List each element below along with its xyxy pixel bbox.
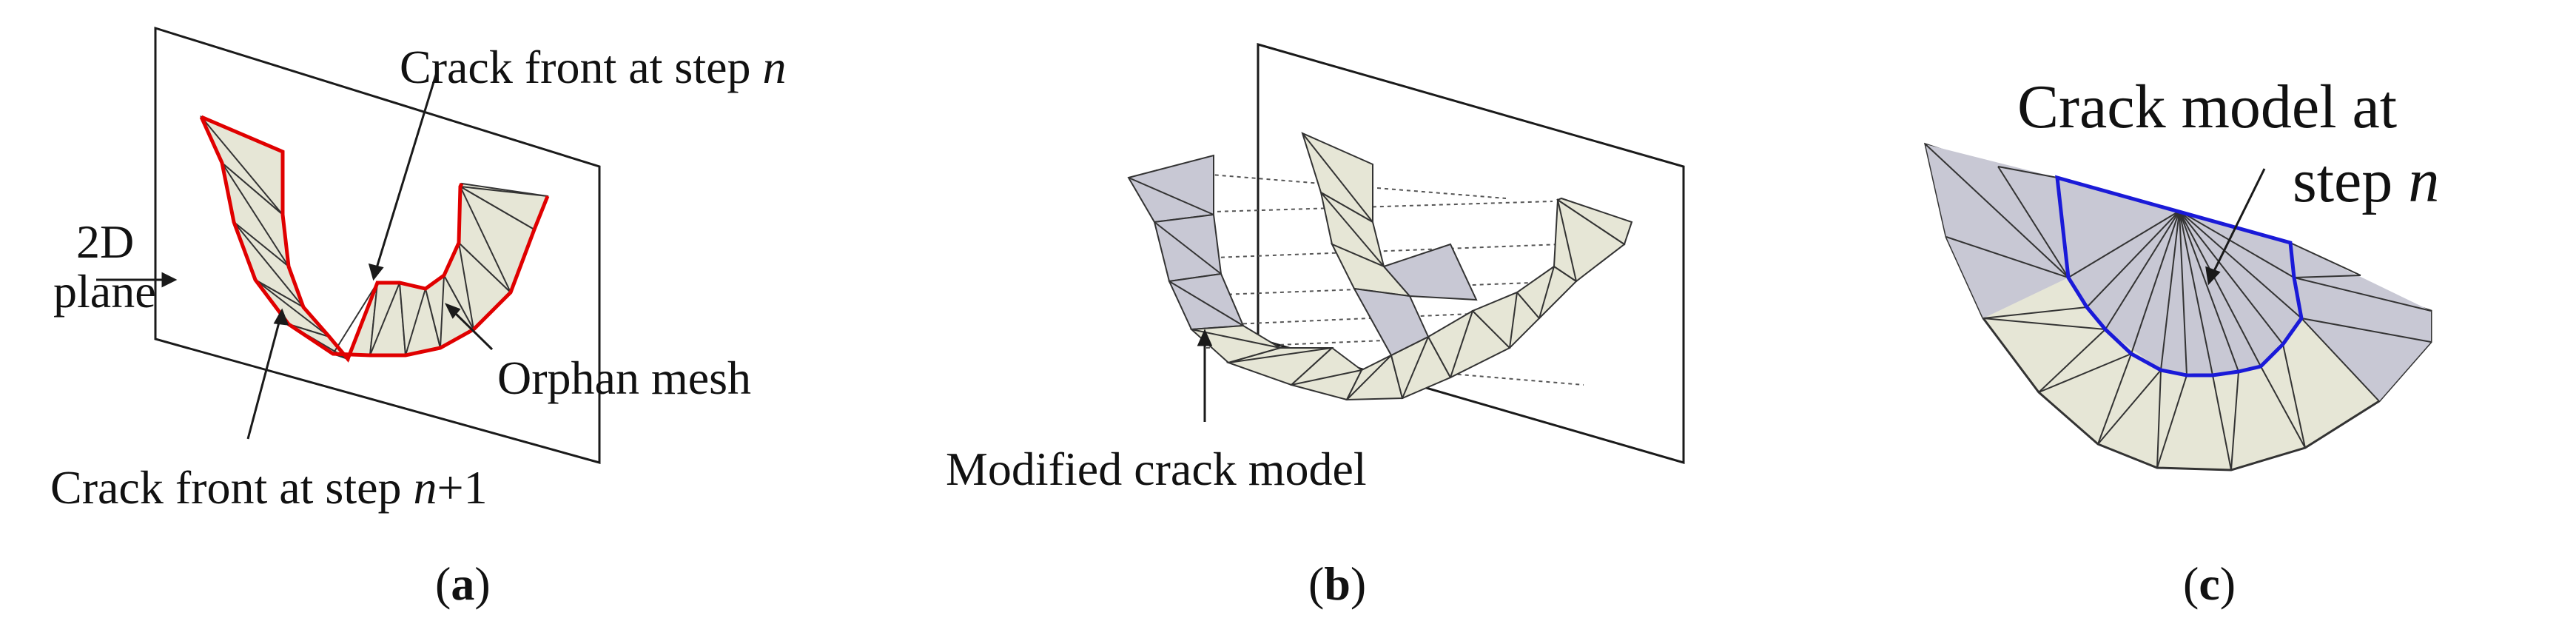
label-crack-model-line2: step n <box>2293 147 2439 215</box>
crack-front-n-blue <box>2055 175 2304 377</box>
crack-model-inner-region <box>2057 178 2301 375</box>
panel-c: Crack model at step n (c) <box>1923 73 2439 610</box>
panel-b: Modified crack model (b) <box>946 43 1685 610</box>
label-modified-crack-model: Modified crack model <box>946 443 1367 495</box>
label-crack-model-line1: Crack model at <box>2017 73 2397 141</box>
panel-a: 2D plane Crack front at step n Orphan me… <box>50 26 787 610</box>
shaded-band-left <box>1926 144 2068 318</box>
label-2d-plane-line2: plane <box>53 265 156 318</box>
caption-a: (a) <box>435 557 491 610</box>
2d-plane-b <box>1257 43 1685 464</box>
panel-c-arrow <box>2205 168 2266 286</box>
modified-crack-model-mesh <box>1127 132 1633 401</box>
crack-model-fan-lines <box>1925 144 2432 471</box>
shaded-band-right <box>2290 243 2431 401</box>
orphan-mesh <box>200 115 549 361</box>
label-orphan-mesh: Orphan mesh <box>497 352 751 404</box>
2d-plane <box>154 26 601 464</box>
label-crack-front-step-n1: Crack front at step n+1 <box>50 461 488 514</box>
crack-front-n1-red-outer <box>199 115 550 358</box>
crack-front-n-red-inner <box>201 115 464 363</box>
caption-b: (b) <box>1308 557 1366 610</box>
label-2d-plane-line1: 2D <box>76 215 134 268</box>
label-crack-front-step-n: Crack front at step n <box>400 41 787 93</box>
caption-c: (c) <box>2183 557 2236 610</box>
panel-a-arrows <box>96 72 494 440</box>
panel-b-arrow <box>1197 329 1213 422</box>
